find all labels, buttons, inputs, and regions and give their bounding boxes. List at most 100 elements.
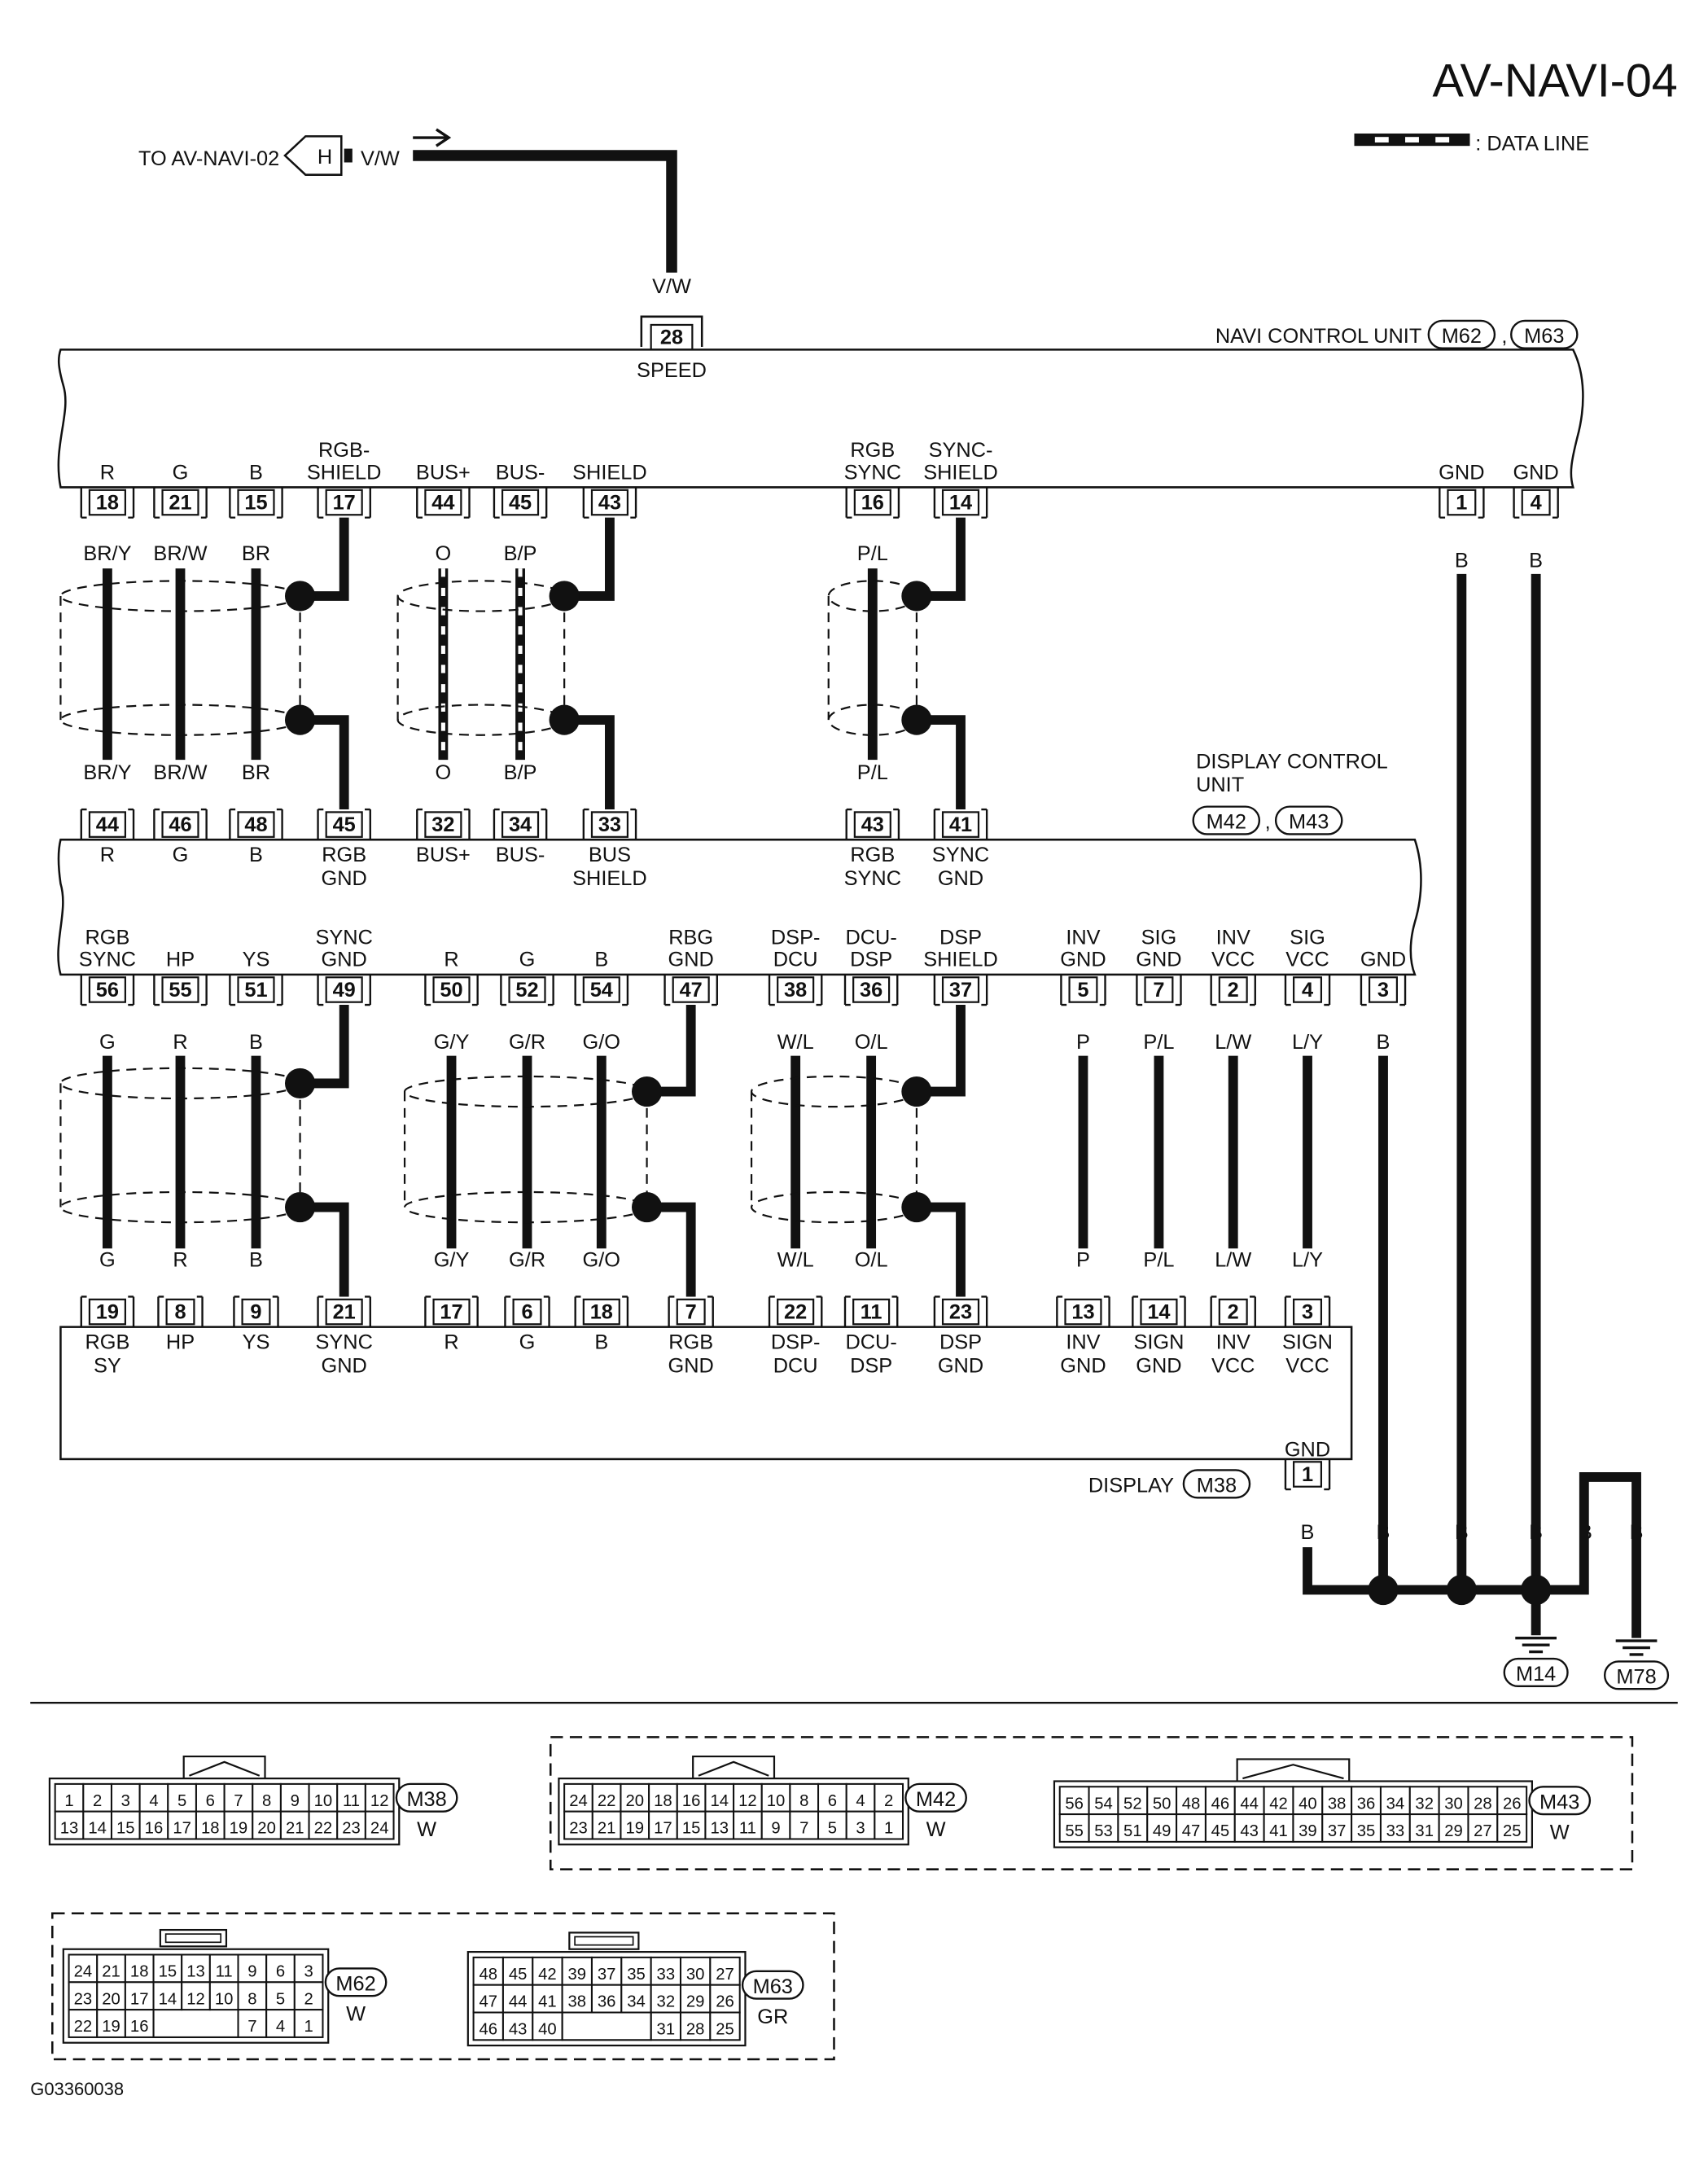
wire-color: B <box>1377 1031 1390 1054</box>
shield-junction <box>631 1191 663 1223</box>
dcu-pin-name: YS <box>243 949 270 971</box>
cavity <box>789 1810 820 1840</box>
dcu-pin-47-number: 47 <box>680 979 703 1002</box>
display-pin-21 <box>325 1298 363 1326</box>
cavity-number: 22 <box>74 2018 93 2036</box>
cavity-number: 21 <box>102 1963 120 1981</box>
cavity-number: 8 <box>799 1792 808 1810</box>
dcu-pin-name: BUS <box>589 844 631 866</box>
dcu-unit-name-line1: DISPLAY CONTROL <box>1196 750 1388 773</box>
cavity <box>1117 1786 1149 1816</box>
dcu-pin-46 <box>161 811 199 838</box>
wire-color: L/W <box>1215 1248 1251 1271</box>
pin-bracket <box>504 1296 550 1327</box>
cavity <box>760 1810 791 1840</box>
cavity-number: 35 <box>1357 1822 1376 1840</box>
dcu-pin-43 <box>853 811 891 838</box>
wire-color: P/L <box>857 761 888 784</box>
cavity-number: 16 <box>682 1792 701 1810</box>
dcu-pin-48 <box>237 811 275 838</box>
cavity-number: 12 <box>738 1792 757 1810</box>
connector-id-badge <box>741 1970 804 2000</box>
cavity-number: 6 <box>276 1963 285 1981</box>
display-body <box>59 1326 1353 1461</box>
connector-id: M63 <box>753 1975 793 1998</box>
shield-junction <box>901 1191 932 1223</box>
cavity-number: 8 <box>247 1990 256 2008</box>
cavity-number: 26 <box>1503 1795 1522 1813</box>
pin-bracket <box>493 808 548 840</box>
cavity-number: 24 <box>370 1820 389 1838</box>
cavity-number: 9 <box>771 1820 780 1838</box>
pin-bracket <box>1439 487 1485 519</box>
cavity <box>68 2009 99 2038</box>
shield-junction <box>284 581 316 612</box>
pin-bracket <box>229 808 283 840</box>
pin-bracket <box>317 974 371 1006</box>
navi-pin-17 <box>325 489 363 516</box>
display-gnd-name: GND <box>1285 1439 1330 1462</box>
dcu-pin-41 <box>941 811 980 838</box>
connector-id: M38 <box>406 1788 446 1811</box>
svg-text:,: , <box>1265 811 1271 834</box>
dcu-pin-name: INV <box>1066 927 1100 949</box>
pin-bracket <box>1136 974 1182 1006</box>
pin-bracket <box>157 1296 204 1327</box>
display-pin-name: DCU <box>773 1354 818 1377</box>
dcu-pin-33 <box>590 811 629 838</box>
dcu-pin-46-number: 46 <box>169 813 191 836</box>
ground-m78-label: M78 <box>1616 1665 1656 1688</box>
display-pin-name: B <box>594 1331 608 1354</box>
wire-color: B <box>1455 549 1469 572</box>
pin-bracket <box>80 487 135 519</box>
navi-pin-21-number: 21 <box>169 491 191 514</box>
cavity <box>1088 1786 1119 1816</box>
dcu-pin-name: DCU- <box>845 927 896 949</box>
connector-id-badge <box>324 1967 388 1997</box>
dcu-pin-56 <box>88 976 126 1003</box>
cavity-number: 48 <box>1182 1795 1201 1813</box>
dcu-pin-name: SYNC <box>79 949 136 971</box>
dcu-pin-name: SIG <box>1141 927 1177 949</box>
cavity-number: 7 <box>247 2018 256 2036</box>
cavity <box>265 1953 296 1984</box>
wire-color: G/Y <box>434 1031 470 1054</box>
display-pin-name: SIGN <box>1282 1331 1333 1354</box>
navi-pin-17-number: 17 <box>333 491 356 514</box>
navi-unit-name: NAVI CONTROL UNIT <box>1215 325 1421 348</box>
connector-lock-tab <box>182 1755 266 1779</box>
pin-bracket <box>933 487 988 519</box>
dcu-pin-49 <box>325 976 363 1003</box>
dcu-pin-50-number: 50 <box>440 979 462 1002</box>
wire-color: G/O <box>583 1248 620 1271</box>
cavity-number: 48 <box>479 1966 497 1984</box>
wire-color: L/Y <box>1292 1031 1323 1054</box>
display-pin-name: VCC <box>1285 1354 1329 1377</box>
display-pin-name: SYNC <box>315 1331 372 1354</box>
dcu-pin-name: GND <box>322 949 367 971</box>
display-pin-3-number: 3 <box>1302 1300 1313 1323</box>
cavity <box>561 1984 593 2014</box>
cavity-number: 44 <box>509 1993 528 2011</box>
cavity <box>364 1810 395 1840</box>
pin-bracket <box>1210 974 1256 1006</box>
display-pin-23 <box>941 1298 980 1326</box>
cavity <box>676 1782 707 1813</box>
cavity-number: 36 <box>1357 1795 1376 1813</box>
connector-id-badge <box>904 1782 967 1813</box>
navi-pin-4 <box>1521 489 1551 516</box>
cavity <box>167 1810 197 1840</box>
display-pin-19 <box>88 1298 126 1326</box>
display-connector-m38: M38 <box>1197 1474 1237 1497</box>
navi-pin-43-number: 43 <box>598 491 621 514</box>
connector-color: W <box>346 2003 366 2026</box>
shield-junction <box>284 704 316 735</box>
cavity <box>293 1953 324 1984</box>
cavity <box>1263 1786 1294 1816</box>
svg-text:,: , <box>1501 325 1507 348</box>
speed-pin-name: SPEED <box>637 359 707 382</box>
cavity-number: 15 <box>159 1963 177 1981</box>
pin-bracket <box>1360 974 1407 1006</box>
cavity-number: 7 <box>234 1792 243 1810</box>
